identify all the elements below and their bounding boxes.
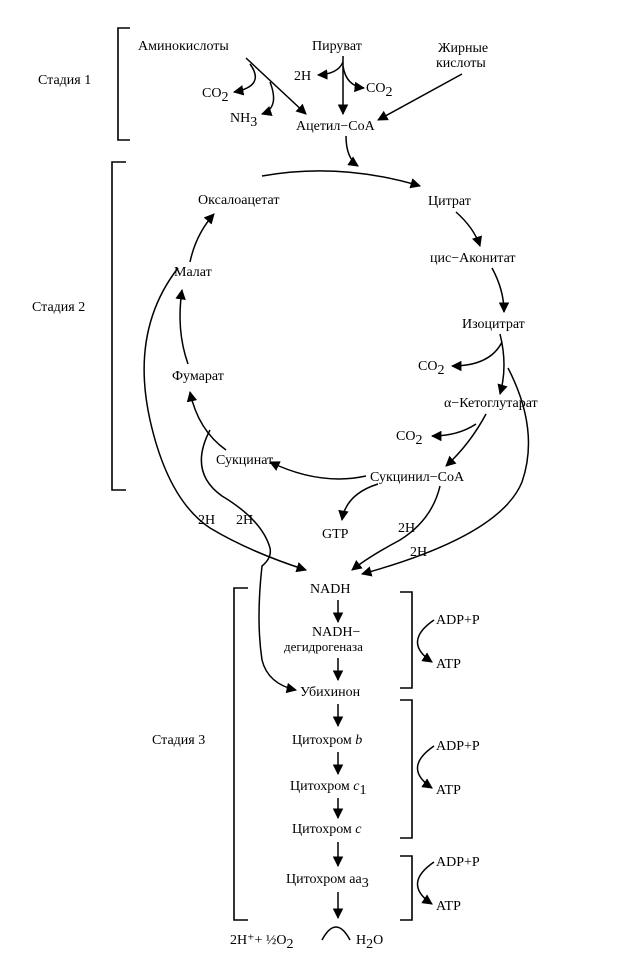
atp-label-2: ATP [436,783,461,798]
adp-p-label-2: ADP+P [436,739,480,754]
citrate-label: Цитрат [428,194,471,209]
arrow-malate-2h-to-nadh [143,267,307,573]
gtp-label: GTP [322,527,349,542]
h2-malate-label: 2H [198,513,215,528]
h2-succinyl-label: 2H [398,521,415,536]
nh3-label: NH3 [230,111,257,130]
nadh-dehydrogenase-label-2: дегидрогеназа [284,639,363,654]
adp-p-label-1: ADP+P [436,613,480,628]
fatty-acids-label-2: кислоты [436,56,486,71]
final-reactants-label: 2H⁺+ ½O2 [230,933,294,952]
arrow-adp-to-atp-2 [416,745,435,789]
arrow-ketoglutarate-co2 [430,423,477,442]
cytochrome-aa3-label: Цитохром aa3 [286,872,369,891]
co2-isocitrate-label: CO2 [418,359,444,378]
acetyl-coa-label: Ацетил−CoA [296,119,376,134]
arc-oxygen-to-water [321,926,351,941]
arrow-acetyl-to-citrate [345,135,359,167]
atp-label-1: ATP [436,657,461,672]
nadh-dehydrogenase-label-1: NADH− [312,625,360,640]
succinate-label: Сукцинат [216,453,273,468]
arrow-ketoglutarate-to-succinyl [445,413,487,467]
arrow-succinyl-to-succinate [269,461,367,480]
stage3-bracket [233,587,248,921]
final-product-label: H2O [356,933,383,952]
arrow-succinate-2h-to-ubiquinone [200,429,298,694]
pyruvate-label: Пируват [312,39,362,54]
arrow-succinyl-gtp [338,483,379,522]
phosphorylation-bracket-1 [400,591,413,689]
arrow-pyruvate-co2 [342,65,366,93]
phosphorylation-bracket-2 [400,699,413,839]
adp-p-label-3: ADP+P [436,855,480,870]
arrow-fumarate-to-malate [175,288,189,365]
h2-ketoglutarate-label: 2H [410,545,427,560]
alpha-ketoglutarate-label: α−Кетоглутарат [444,396,538,411]
arrow-fatty-to-acetyl [377,73,463,121]
co2-left-label: CO2 [202,86,228,105]
cytochrome-c-label: Цитохром c [292,822,362,837]
arrow-amino-co2 [232,63,256,96]
fumarate-label: Фумарат [172,369,224,384]
arrow-aconitate-to-isocitrate [491,267,510,314]
arrow-oxaloacetate-to-citrate [261,170,422,189]
arrow-succinate-to-fumarate [186,390,227,451]
ubiquinone-label: Убихинон [300,685,361,700]
cytochrome-b-label: Цитохром b [292,733,362,748]
atp-label-3: ATP [436,899,461,914]
nadh-label: NADH [310,582,350,597]
co2-ketoglutarate-label: CO2 [396,429,422,448]
arrow-ketoglutarate-2h-to-nadh [360,367,530,577]
succinyl-coa-label: Сукцинил−CoA [370,470,465,485]
h2-succinate-label: 2H [236,513,253,528]
malate-label: Малат [174,265,212,280]
isocitrate-label: Изоцитрат [462,317,525,332]
arrow-citrate-to-aconitate [455,211,482,247]
arrow-isocitrate-to-ketoglutarate [497,333,508,396]
stage2-bracket [111,161,126,491]
oxaloacetate-label: Оксалоацетат [198,193,279,208]
arrow-isocitrate-co2 [450,341,503,372]
stage3-label: Стадия 3 [152,733,205,748]
stage1-bracket [117,27,130,141]
arrow-pyruvate-2h [316,61,344,80]
arrow-malate-to-oxaloacetate [189,213,215,263]
co2-right-label: CO2 [366,81,392,100]
arrow-amino-to-acetyl [245,57,307,115]
h2-pyruvate-label: 2H [294,69,311,84]
amino-acids-label: Аминокислоты [138,39,229,54]
arrow-adp-to-atp-1 [416,619,435,663]
stage2-label: Стадия 2 [32,300,85,315]
cis-aconitate-label: цис−Аконитат [430,251,516,266]
phosphorylation-bracket-3 [400,855,413,921]
cytochrome-c1-label: Цитохром c1 [290,779,367,798]
arrow-amino-nh3 [261,81,275,116]
stage1-label: Стадия 1 [38,73,91,88]
arrow-succinyl-2h-to-nadh [351,485,441,571]
fatty-acids-label-1: Жирные [438,41,488,56]
arrow-adp-to-atp-3 [416,861,435,905]
